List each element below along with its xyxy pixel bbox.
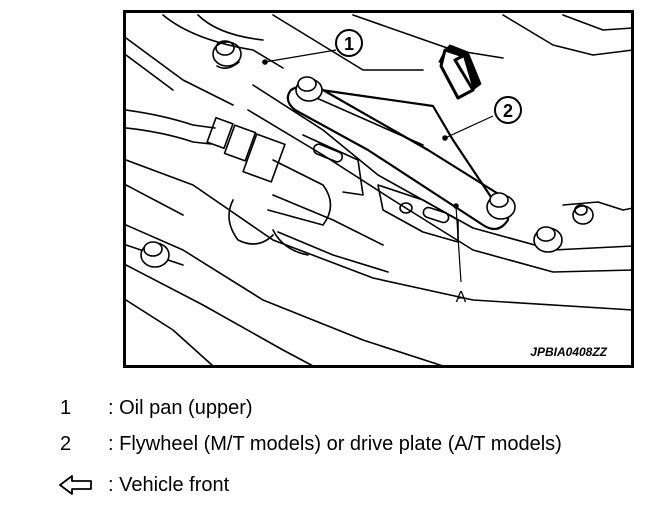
point-a-label: A	[456, 289, 467, 306]
legend-text-3: : Vehicle front	[108, 474, 230, 496]
legend-key-1: 1	[60, 397, 72, 419]
legend-text-2: : Flywheel (M/T models) or drive plate (…	[108, 433, 562, 455]
callout-1-label: 1	[344, 34, 354, 54]
hollow-left-arrow-icon	[59, 475, 92, 495]
legend-row-1: 1 : Oil pan (upper)	[0, 393, 672, 423]
callout-2-circle	[494, 96, 522, 124]
legend-key-2: 2	[60, 433, 72, 455]
image-code: JPBIA0408ZZ	[530, 345, 607, 359]
callout-2-label: 2	[503, 101, 513, 121]
callout-1-circle	[335, 29, 363, 57]
legend-text-1: : Oil pan (upper)	[108, 397, 253, 419]
diagram-figure: 1 2 A JPBIA0408ZZ	[123, 10, 634, 368]
legend-row-2: 2 : Flywheel (M/T models) or drive plate…	[0, 429, 672, 459]
legend-row-3: : Vehicle front	[0, 470, 672, 500]
